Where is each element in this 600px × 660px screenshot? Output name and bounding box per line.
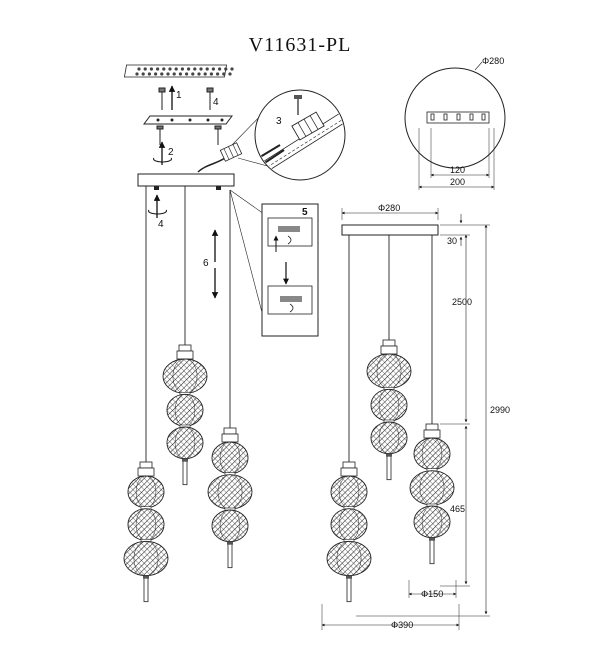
vertical-dimensions: [356, 214, 490, 617]
screw-anchor: [158, 87, 214, 110]
detail-box-cable-adjust: [261, 203, 319, 337]
pendant-left-right: [207, 427, 253, 569]
canopy-height-label: 30: [447, 236, 457, 246]
cable-length-label: 2500: [452, 297, 472, 307]
power-wire: [197, 157, 226, 173]
spread-diameter-label: Φ390: [391, 620, 413, 630]
elevation-canopy: [341, 208, 439, 236]
plate-width-label: 200: [450, 177, 465, 187]
slot-spacing-label: 120: [450, 165, 465, 175]
pendant-right-front: [326, 461, 372, 603]
cables-right: [348, 235, 433, 462]
pendant-right-right: [409, 423, 455, 565]
step-2-label: 2: [168, 147, 174, 158]
step-4a-label: 4: [213, 97, 219, 108]
pendant-diameter-label: Φ150: [421, 589, 443, 599]
pendant-left-center: [162, 344, 208, 486]
canopy: [137, 173, 235, 190]
horizontal-dimensions: [321, 580, 460, 630]
step-6-label: 6: [203, 258, 209, 269]
detail-callout-wiring: [254, 89, 346, 181]
pendant-height-label: 465: [450, 504, 465, 514]
terminal-block: [219, 142, 243, 162]
step-3-label: 3: [276, 116, 282, 127]
pendant-left-front: [123, 461, 169, 603]
pendant-right-center: [366, 339, 412, 481]
model-title: V11631-PL: [248, 34, 352, 56]
plan-diameter-label: Φ280: [482, 56, 504, 66]
bracket-screws: [156, 125, 222, 145]
mounting-bracket: [143, 115, 233, 125]
step-5-label: 5: [302, 207, 308, 218]
plan-view: [404, 61, 506, 190]
step-1-label: 1: [176, 90, 182, 101]
total-height-label: 2990: [490, 405, 510, 415]
canopy-diameter-label: Φ280: [378, 203, 400, 213]
step4-rotate-icon: [148, 209, 167, 215]
step2-rotate-icon: [153, 157, 172, 163]
ceiling-strip: [123, 64, 234, 78]
cables-left: [145, 186, 231, 462]
step-4b-label: 4: [158, 219, 164, 230]
